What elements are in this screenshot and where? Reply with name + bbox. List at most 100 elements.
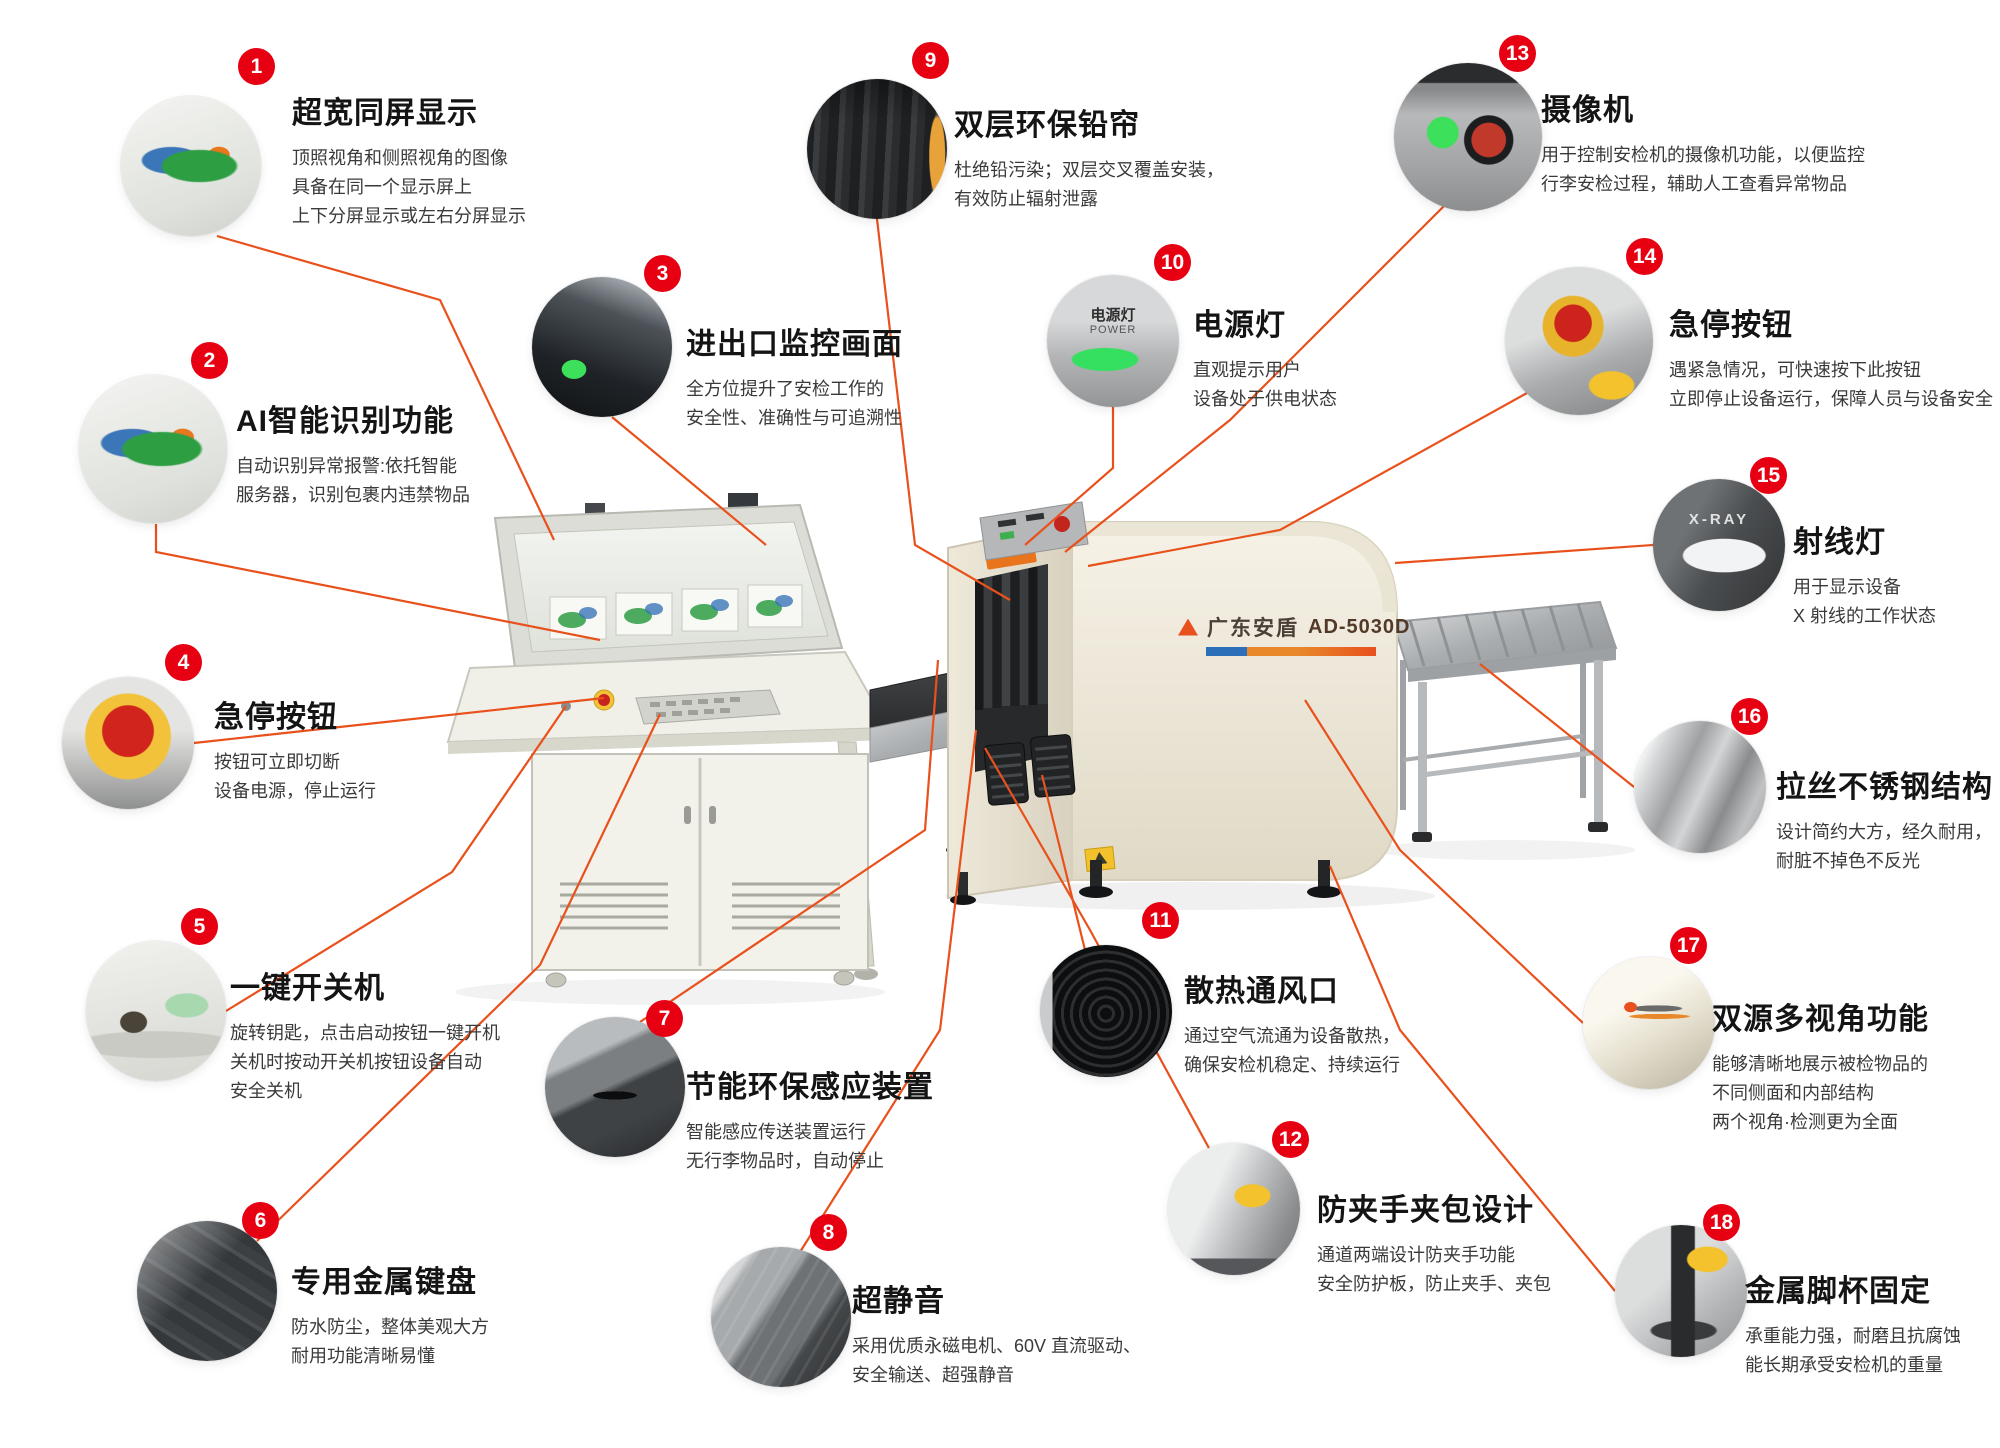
callout-2-ai-recognition: 2 AI智能识别功能 自动识别异常报警:依托智能 服务器，识别包裹内违禁物品 xyxy=(191,342,470,510)
lead-curtain xyxy=(975,564,1048,710)
callout-18-metal-foot-cup: 18 金属脚杯固定 承重能力强，耐磨且抗腐蚀 能长期承受安检机的重量 xyxy=(1703,1204,1961,1380)
callout-7-title: 节能环保感应装置 xyxy=(686,1071,934,1104)
brand-name: 广东安盾 xyxy=(1207,617,1299,640)
connector-line-13 xyxy=(1064,204,1446,553)
callout-17-photo xyxy=(1583,957,1715,1089)
callout-15-desc: 用于显示设备 X 射线的工作状态 xyxy=(1793,577,1937,626)
callout-10-power-light: 10 电源灯 直观提示用户 设备处于供电状态 xyxy=(1154,244,1337,414)
callout-6-number-badge: 6 xyxy=(242,1202,279,1239)
callout-16-stainless-structure: 16 拉丝不锈钢结构 设计简约大方，经久耐用， 耐脏不掉色不反光 xyxy=(1731,698,1993,876)
callout-3-entrance-monitoring: 3 进出口监控画面 全方位提升了安检工作的 安全性、准确性与可追溯性 xyxy=(644,255,903,433)
scanner-illustration xyxy=(869,501,1635,910)
callout-4-photo xyxy=(62,677,194,809)
callout-16-number-badge: 16 xyxy=(1731,698,1768,735)
callout-7-energy-saving-sensor: 7 节能环保感应装置 智能感应传送装置运行 无行李物品时，自动停止 xyxy=(646,1000,934,1176)
callout-2-number-badge: 2 xyxy=(191,342,228,379)
callout-7-desc: 智能感应传送装置运行 无行李物品时，自动停止 xyxy=(686,1122,884,1171)
callout-4-console-estop: 4 急停按钮 按钮可立即切断 设备电源，停止运行 xyxy=(165,644,376,806)
connector-line-18 xyxy=(1328,865,1616,1292)
callout-12-photo xyxy=(1168,1143,1300,1275)
brand-color-bar xyxy=(1206,647,1376,656)
callout-14-number-badge: 14 xyxy=(1626,238,1663,275)
callout-15-photo: X-RAY xyxy=(1653,479,1785,611)
connector-line-15 xyxy=(1394,543,1654,565)
connector-line-8 xyxy=(799,729,978,1253)
console-illustration xyxy=(446,493,890,1005)
scanner-body xyxy=(1071,521,1398,881)
brand-logo-icon xyxy=(1178,618,1198,636)
callout-8-title: 超静音 xyxy=(852,1285,945,1318)
xray-label: X-RAY xyxy=(1688,510,1750,528)
callout-10-number-badge: 10 xyxy=(1154,244,1191,281)
callout-9-desc: 杜绝铅污染；双层交叉覆盖安装， 有效防止辐射泄露 xyxy=(954,160,1224,209)
callout-9-lead-curtain: 9 双层环保铅帘 杜绝铅污染；双层交叉覆盖安装， 有效防止辐射泄露 xyxy=(912,42,1224,214)
roller-table xyxy=(1391,600,1618,842)
callout-16-title: 拉丝不锈钢结构 xyxy=(1776,771,1993,804)
callout-11-desc: 通过空气流通为设备散热， 确保安检机稳定、持续运行 xyxy=(1184,1026,1400,1075)
machine-logo: 广东安盾 AD-5030D xyxy=(1178,612,1410,656)
callout-6-desc: 防水防尘，整体美观大方 耐用功能清晰易懂 xyxy=(291,1317,489,1366)
callout-13-photo xyxy=(1394,63,1542,211)
callout-1-widescreen-display: 1 超宽同屏显示 顶照视角和侧照视角的图像 具备在同一个显示屏上 上下分屏显示或… xyxy=(238,48,526,230)
power-label-en: POWER xyxy=(1089,323,1137,336)
callout-7-number-badge: 7 xyxy=(646,1000,683,1037)
connector-line-4 xyxy=(193,696,605,745)
control-head xyxy=(979,501,1089,561)
callout-13-camera: 13 摄像机 用于控制安检机的摄像机功能，以便监控 行李安检过程，辅助人工查看异… xyxy=(1499,35,1865,199)
callout-16-photo xyxy=(1634,721,1766,853)
connector-line-6 xyxy=(256,713,661,1242)
callout-15-xray-light: 15 射线灯 用于显示设备 X 射线的工作状态 xyxy=(1750,457,1937,631)
callout-4-desc: 按钮可立即切断 设备电源，停止运行 xyxy=(214,752,376,801)
connector-line-1 xyxy=(216,234,555,541)
callout-13-title: 摄像机 xyxy=(1541,94,1634,127)
callout-12-desc: 通道两端设计防夹手功能 安全防护板，防止夹手、夹包 xyxy=(1317,1245,1551,1294)
callout-8-ultra-quiet: 8 超静音 采用优质永磁电机、60V 直流驱动、 安全输送、超强静音 xyxy=(810,1214,1142,1390)
callout-14-desc: 遇紧急情况，可快速按下此按钮 立即停止设备运行，保障人员与设备安全 xyxy=(1669,360,1993,409)
callout-11-title: 散热通风口 xyxy=(1184,975,1339,1008)
connector-line-12 xyxy=(984,747,1211,1151)
connector-line-17 xyxy=(1304,699,1584,1024)
callout-11-photo xyxy=(1040,945,1172,1077)
callout-14-machine-estop: 14 急停按钮 遇紧急情况，可快速按下此按钮 立即停止设备运行，保障人员与设备安… xyxy=(1626,238,1993,414)
connector-line-9 xyxy=(875,218,1011,601)
callout-13-number-badge: 13 xyxy=(1499,35,1536,72)
callout-3-photo xyxy=(532,277,672,417)
connector-lines xyxy=(154,204,1654,1292)
callout-6-photo xyxy=(137,1221,277,1361)
callout-7-photo xyxy=(545,1017,685,1157)
callout-18-title: 金属脚杯固定 xyxy=(1745,1275,1931,1308)
callout-13-desc: 用于控制安检机的摄像机功能，以便监控 行李安检过程，辅助人工查看异常物品 xyxy=(1541,145,1865,194)
callout-11-cooling-vent: 11 散热通风口 通过空气流通为设备散热， 确保安检机稳定、持续运行 xyxy=(1142,902,1400,1080)
callout-15-number-badge: 15 xyxy=(1750,457,1787,494)
model-number: AD-5030D xyxy=(1308,615,1411,638)
callout-5-title: 一键开关机 xyxy=(230,972,385,1005)
callout-5-photo xyxy=(86,941,226,1081)
callout-18-desc: 承重能力强，耐磨且抗腐蚀 能长期承受安检机的重量 xyxy=(1745,1326,1961,1375)
callout-17-desc: 能够清晰地展示被检物品的 不同侧面和内部结构 两个视角·检测更为全面 xyxy=(1712,1054,1928,1132)
connector-line-7 xyxy=(639,659,940,1023)
scanner-estop-button xyxy=(1054,516,1070,532)
tunnel-portal xyxy=(947,520,1073,900)
connector-line-14 xyxy=(1087,392,1528,568)
callout-1-number-badge: 1 xyxy=(238,48,275,85)
callout-3-number-badge: 3 xyxy=(644,255,681,292)
power-label-cn: 电源灯 xyxy=(1090,307,1136,325)
connector-line-10 xyxy=(1024,407,1115,546)
callout-4-number-badge: 4 xyxy=(165,644,202,681)
callout-8-desc: 采用优质永磁电机、60V 直流驱动、 安全输送、超强静音 xyxy=(852,1336,1142,1385)
callout-5-desc: 旋转钥匙，点击启动按钮一键开机 关机时按动开关机按钮设备自动 安全关机 xyxy=(230,1023,500,1101)
callout-10-desc: 直观提示用户 设备处于供电状态 xyxy=(1193,360,1337,409)
callout-9-photo xyxy=(807,79,947,219)
callout-18-photo xyxy=(1615,1225,1747,1357)
callout-16-desc: 设计简约大方，经久耐用， 耐脏不掉色不反光 xyxy=(1776,822,1992,871)
callout-2-photo xyxy=(79,375,227,523)
connector-line-16 xyxy=(1479,663,1635,788)
callout-15-title: 射线灯 xyxy=(1793,526,1886,559)
callout-2-desc: 自动识别异常报警:依托智能 服务器，识别包裹内违禁物品 xyxy=(236,456,470,505)
callout-3-title: 进出口监控画面 xyxy=(686,328,903,361)
callout-17-number-badge: 17 xyxy=(1670,927,1707,964)
callout-12-anti-pinch-design: 12 防夹手夹包设计 通道两端设计防夹手功能 安全防护板，防止夹手、夹包 xyxy=(1272,1121,1551,1299)
callout-5-one-key-power: 5 一键开关机 旋转钥匙，点击启动按钮一键开机 关机时按动开关机按钮设备自动 安… xyxy=(181,908,500,1105)
callout-1-photo xyxy=(121,96,261,236)
